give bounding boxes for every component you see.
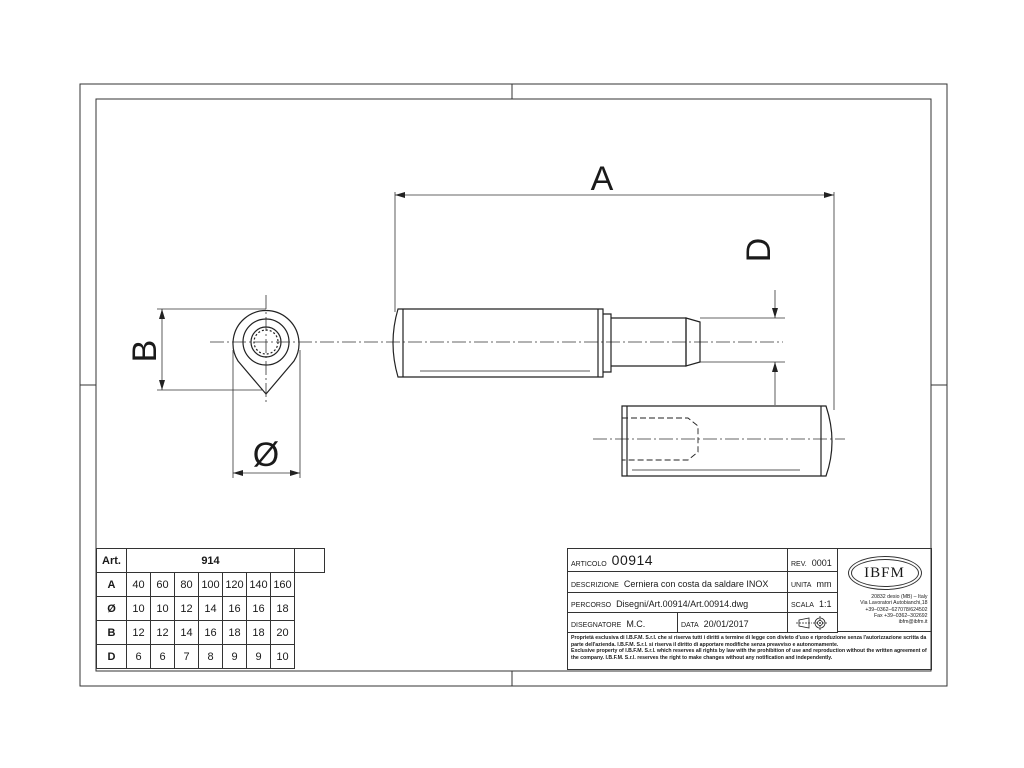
table-cell: 14	[174, 620, 199, 645]
scala-label: SCALA	[791, 602, 814, 609]
legal-notice-english: Exclusive property of I.B.F.M. S.r.l. wh…	[571, 648, 927, 661]
table-cell: 12	[174, 596, 199, 621]
data-field: DATA 20/01/2017	[678, 613, 788, 633]
table-cell: 100	[198, 572, 223, 597]
rev-label: REV.	[791, 561, 807, 568]
dimension-label-b: B	[126, 340, 164, 363]
third-angle-projection-icon	[795, 615, 827, 630]
articolo-field: ARTICOLO 00914	[568, 549, 788, 572]
address-line: +39–0362–627078/624502	[865, 606, 928, 613]
table-cell: 6	[150, 644, 175, 669]
table-cell: 40	[126, 572, 151, 597]
rev-field: REV. 0001	[788, 549, 838, 572]
dimension-label-a: A	[591, 160, 614, 198]
unita-label: UNITA	[791, 582, 812, 589]
table-empty-cell	[294, 548, 325, 573]
table-cell: 9	[222, 644, 247, 669]
disegnatore-value: M.C.	[626, 619, 646, 629]
table-cell: 18	[222, 620, 247, 645]
unita-value: mm	[816, 579, 832, 589]
table-cell: 16	[198, 620, 223, 645]
socket-part-side-view	[621, 405, 833, 477]
row-label: Ø	[96, 596, 127, 621]
title-block: ARTICOLO 00914 REV. 0001 DESCRIZIONE Cer…	[567, 548, 932, 670]
articolo-value: 00914	[611, 552, 654, 568]
company-logo-text: IBFM	[850, 559, 919, 587]
rev-value: 0001	[811, 558, 832, 568]
data-label: DATA	[681, 622, 699, 629]
dimension-label-diameter: Ø	[253, 436, 279, 474]
table-cell: 10	[270, 644, 295, 669]
row-label: D	[96, 644, 127, 669]
disegnatore-field: DISEGNATORE M.C.	[568, 613, 678, 633]
address-line: Via Lavoratori Autobianchi,18	[860, 600, 928, 607]
dimension-label-d: D	[740, 238, 778, 263]
address-line: ibfm@ibfm.it	[898, 619, 928, 626]
table-cell: 80	[174, 572, 199, 597]
legal-notice: Proprietà esclusiva di I.B.F.M. S.r.l. c…	[568, 633, 931, 669]
table-cell: 60	[150, 572, 175, 597]
table-cell: 160	[270, 572, 295, 597]
table-cell: 18	[246, 620, 271, 645]
projection-symbol-field	[788, 613, 838, 633]
data-value: 20/01/2017	[703, 619, 749, 629]
percorso-field: PERCORSO Disegni/Art.00914/Art.00914.dwg	[568, 593, 788, 613]
table-header-article: 914	[126, 548, 295, 573]
address-line: 20832 desio (MB) – Italy	[871, 594, 928, 600]
descrizione-field: DESCRIZIONE Cerniera con costa da saldar…	[568, 572, 788, 593]
table-cell: 9	[246, 644, 271, 669]
table-cell: 16	[222, 596, 247, 621]
descrizione-value: Cerniera con costa da saldare INOX	[623, 579, 769, 589]
table-cell: 10	[150, 596, 175, 621]
disegnatore-label: DISEGNATORE	[571, 622, 622, 629]
percorso-label: PERCORSO	[571, 602, 612, 609]
table-cell: 16	[246, 596, 271, 621]
table-row: D 6 6 7 8 9 9 10	[96, 644, 325, 669]
company-logo-area: IBFM 20832 desio (MB) – Italy Via Lavora…	[838, 549, 931, 632]
dimension-table: Art. 914 A 40 60 80 100 120 140 160 Ø 10…	[96, 548, 325, 669]
address-line: Fax +39–0362–302692	[873, 612, 928, 619]
table-cell: 12	[150, 620, 175, 645]
table-cell: 140	[246, 572, 271, 597]
company-logo: IBFM	[847, 556, 922, 590]
table-header-art: Art.	[96, 548, 127, 573]
legal-notice-italian: Proprietà esclusiva di I.B.F.M. S.r.l. c…	[571, 635, 927, 648]
table-cell: 6	[126, 644, 151, 669]
table-cell: 10	[126, 596, 151, 621]
table-cell: 8	[198, 644, 223, 669]
scala-field: SCALA 1:1	[788, 593, 838, 613]
percorso-value: Disegni/Art.00914/Art.00914.dwg	[616, 599, 749, 609]
unita-field: UNITA mm	[788, 572, 838, 593]
descrizione-label: DESCRIZIONE	[571, 582, 619, 589]
table-row: A 40 60 80 100 120 140 160	[96, 572, 325, 597]
table-cell: 120	[222, 572, 247, 597]
company-address: 20832 desio (MB) – Italy Via Lavoratori …	[842, 594, 928, 626]
table-cell: 7	[174, 644, 199, 669]
table-cell: 18	[270, 596, 295, 621]
pin-part-side-view	[392, 308, 701, 378]
table-row: B 12 12 14 16 18 18 20	[96, 620, 325, 645]
row-label: A	[96, 572, 127, 597]
table-row: Ø 10 10 12 14 16 16 18	[96, 596, 325, 621]
row-label: B	[96, 620, 127, 645]
table-cell: 14	[198, 596, 223, 621]
scala-value: 1:1	[818, 599, 832, 609]
table-cell: 12	[126, 620, 151, 645]
table-cell: 20	[270, 620, 295, 645]
articolo-label: ARTICOLO	[571, 561, 607, 568]
